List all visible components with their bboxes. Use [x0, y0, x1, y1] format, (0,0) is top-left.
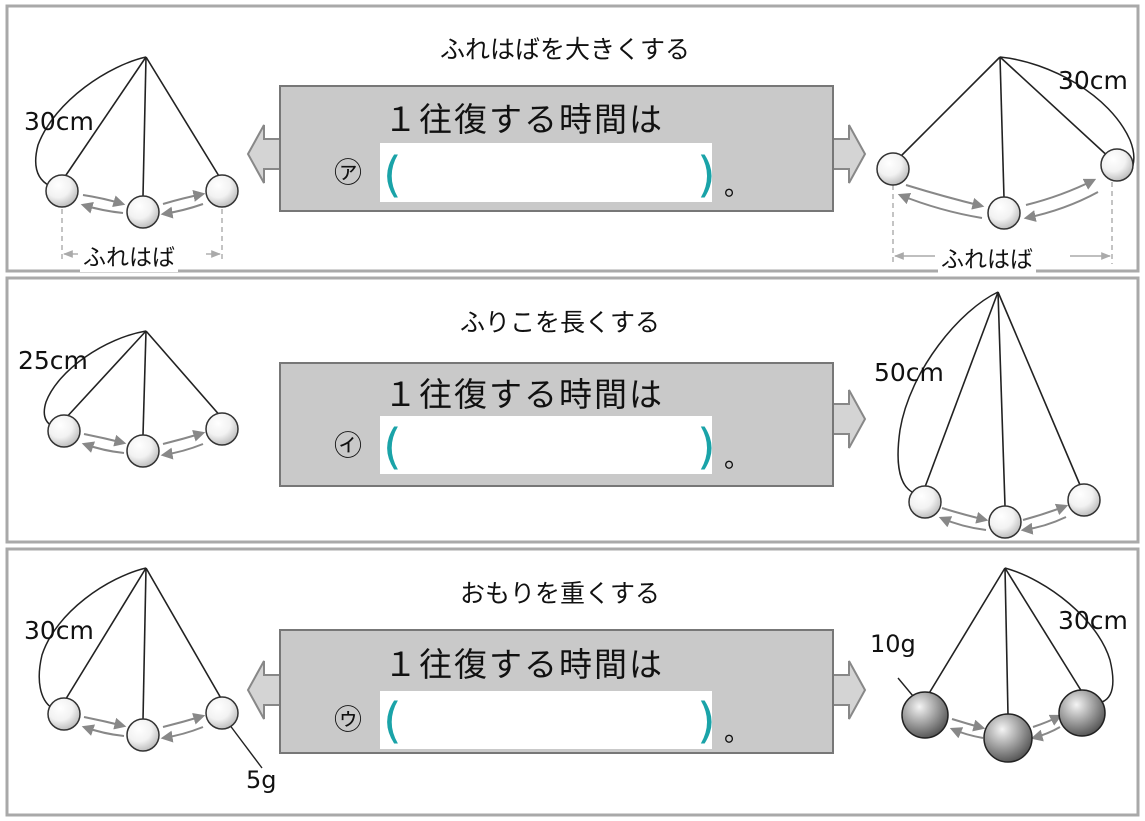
- answer-heading-2: １往復する時間は: [384, 375, 664, 414]
- panel-amplitude: [5, 4, 1140, 273]
- mass-label-right: 10g: [870, 630, 916, 658]
- answer-period-2: 。: [724, 444, 751, 474]
- amplitude-label-left: ふれはば: [80, 238, 178, 272]
- arrow-right-1: [832, 124, 867, 184]
- length-label-left-2: 25cm: [18, 346, 88, 375]
- panel-title-mass: おもりを重くする: [459, 579, 661, 608]
- answer-blank-1: [380, 143, 712, 202]
- mass-label-left: 5g: [246, 766, 277, 794]
- panel-title-length: ふりこを長くする: [459, 308, 661, 337]
- pendulum-left-2: [43, 330, 239, 468]
- answer-mark-a: ㋐: [334, 156, 363, 189]
- panel-length: [5, 276, 1140, 544]
- length-label-left-1: 30cm: [24, 107, 94, 136]
- arrow-right-2: [832, 389, 867, 449]
- length-label-right-2: 50cm: [874, 358, 944, 387]
- length-label-right-1: 30cm: [1058, 66, 1128, 95]
- answer-mark-u: ㋒: [334, 703, 363, 736]
- panel-title-amplitude: ふれはばを大きくする: [439, 35, 691, 64]
- paren-open-2: (: [383, 419, 402, 475]
- pendulum-left-3: [38, 567, 263, 769]
- answer-period-3: 。: [724, 718, 751, 748]
- answer-blank-2: [380, 416, 712, 474]
- paren-open-1: (: [383, 147, 402, 203]
- arrow-left-3: [246, 660, 281, 720]
- paren-open-3: (: [383, 693, 402, 749]
- answer-heading-3: １往復する時間は: [384, 645, 664, 684]
- answer-heading-1: １往復する時間は: [384, 100, 664, 139]
- amplitude-label-right: ふれはば: [938, 240, 1036, 274]
- paren-close-1: ): [697, 147, 716, 203]
- answer-period-1: 。: [724, 172, 751, 202]
- pendulum-right-2: [897, 291, 1101, 539]
- answer-blank-3: [380, 691, 712, 749]
- length-label-left-3: 30cm: [24, 616, 94, 645]
- arrow-right-3: [832, 660, 867, 720]
- answer-mark-i: ㋑: [334, 429, 363, 462]
- length-label-right-3: 30cm: [1058, 606, 1128, 635]
- arrow-left-1: [246, 124, 281, 184]
- paren-close-3: ): [697, 693, 716, 749]
- panel-mass: [5, 547, 1140, 817]
- paren-close-2: ): [697, 419, 716, 475]
- pendulum-right-3: [897, 567, 1114, 763]
- pendulum-right-1: [876, 56, 1135, 264]
- pendulum-left-1: [34, 56, 239, 262]
